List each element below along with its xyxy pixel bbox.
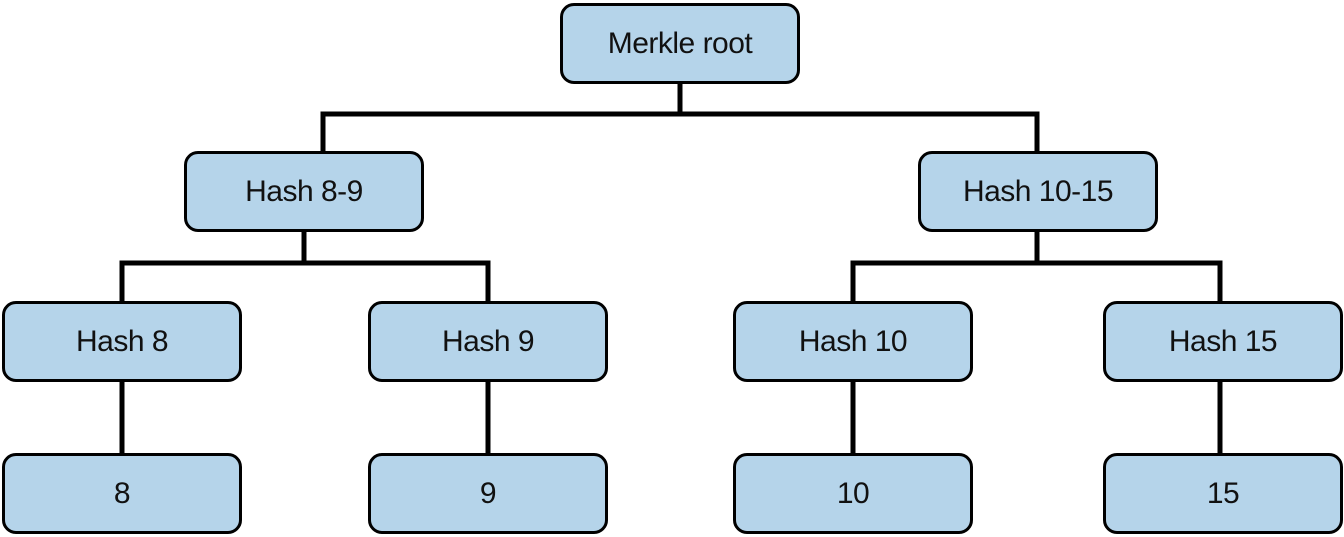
- edge-hash1015-children: [850, 232, 1223, 301]
- leaf-8-node: 8: [2, 453, 242, 534]
- leaf-9-node: 9: [368, 453, 608, 534]
- edge-root-children: [320, 84, 1040, 151]
- hash-9-node: Hash 9: [368, 301, 608, 382]
- hash-15-node: Hash 15: [1103, 301, 1343, 382]
- hash-10-node: Hash 10: [733, 301, 973, 382]
- edge-hash89-children: [119, 232, 491, 301]
- merkle-root-node: Merkle root: [560, 3, 800, 84]
- leaf-10-node: 10: [733, 453, 973, 534]
- hash-10-15-node: Hash 10-15: [918, 151, 1158, 232]
- hash-8-9-node: Hash 8-9: [184, 151, 424, 232]
- hash-8-node: Hash 8: [2, 301, 242, 382]
- leaf-15-node: 15: [1103, 453, 1343, 534]
